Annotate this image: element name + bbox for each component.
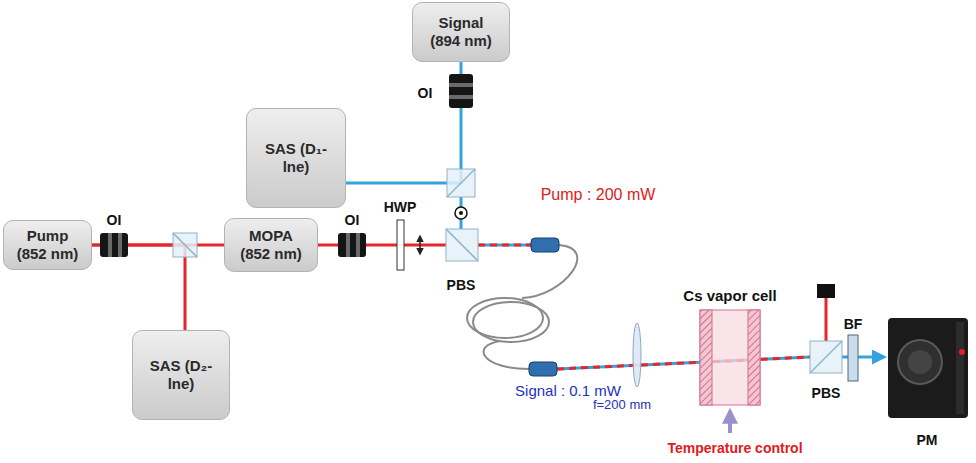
combined-beam xyxy=(478,244,531,247)
box-text: SAS (D₁-lne) xyxy=(261,140,331,176)
laser-beam xyxy=(346,62,461,183)
box-text: SAS (D₂-lne) xyxy=(146,357,216,393)
component-label: Cs vapor cell xyxy=(683,287,776,304)
optical-isolator xyxy=(449,74,473,108)
component-label: PM xyxy=(917,432,938,448)
optical-isolator xyxy=(338,233,366,257)
heat-arrow xyxy=(728,411,732,433)
band-filter xyxy=(848,335,858,381)
laser-box: SAS (D₁-lne) xyxy=(246,108,346,208)
component-label: f=200 mm xyxy=(593,398,651,413)
pump-beam xyxy=(825,298,828,341)
beam-splitter xyxy=(173,233,197,257)
laser-box: MOPA (852 nm) xyxy=(224,218,318,272)
optical-isolator xyxy=(100,233,128,257)
combined-beam xyxy=(478,244,531,247)
pbs-cube xyxy=(446,229,478,261)
half-wave-plate xyxy=(397,220,404,270)
box-text: Signal (894 nm) xyxy=(426,14,496,50)
component-label: BF xyxy=(844,316,863,332)
lens xyxy=(633,323,641,387)
combined-beam xyxy=(557,357,810,369)
component-label: Signal : 0.1 mW xyxy=(515,382,621,399)
optical-fiber xyxy=(467,245,577,369)
polarization-arrow xyxy=(419,236,421,254)
power-meter xyxy=(888,318,968,418)
box-text: Pump (852 nm) xyxy=(13,227,83,263)
vapor-cell xyxy=(700,310,760,405)
component-label: OI xyxy=(107,212,122,228)
component-label: OI xyxy=(345,212,360,228)
laser-box: Signal (894 nm) xyxy=(412,2,510,62)
laser-box: SAS (D₂-lne) xyxy=(132,330,230,420)
pump-beam xyxy=(318,244,446,247)
laser-box: Pump (852 nm) xyxy=(3,220,92,270)
pbs-cube xyxy=(810,341,842,373)
box-text: MOPA (852 nm) xyxy=(236,227,306,263)
component-label: OI xyxy=(418,85,433,101)
signal-beam xyxy=(460,197,463,229)
component-label: PBS xyxy=(447,277,476,293)
fiber-coupler xyxy=(531,238,559,252)
fiber-coupler xyxy=(529,362,557,376)
component-label: Pump : 200 mW xyxy=(541,186,656,204)
component-label: PBS xyxy=(812,385,841,401)
polarization-symbol xyxy=(455,207,467,219)
beam-block xyxy=(817,284,835,298)
laser-beam xyxy=(92,245,185,330)
beam-splitter xyxy=(447,169,475,197)
component-label: HWP xyxy=(384,199,417,215)
combined-beam xyxy=(557,357,810,369)
component-label: Temperature control xyxy=(667,440,802,456)
